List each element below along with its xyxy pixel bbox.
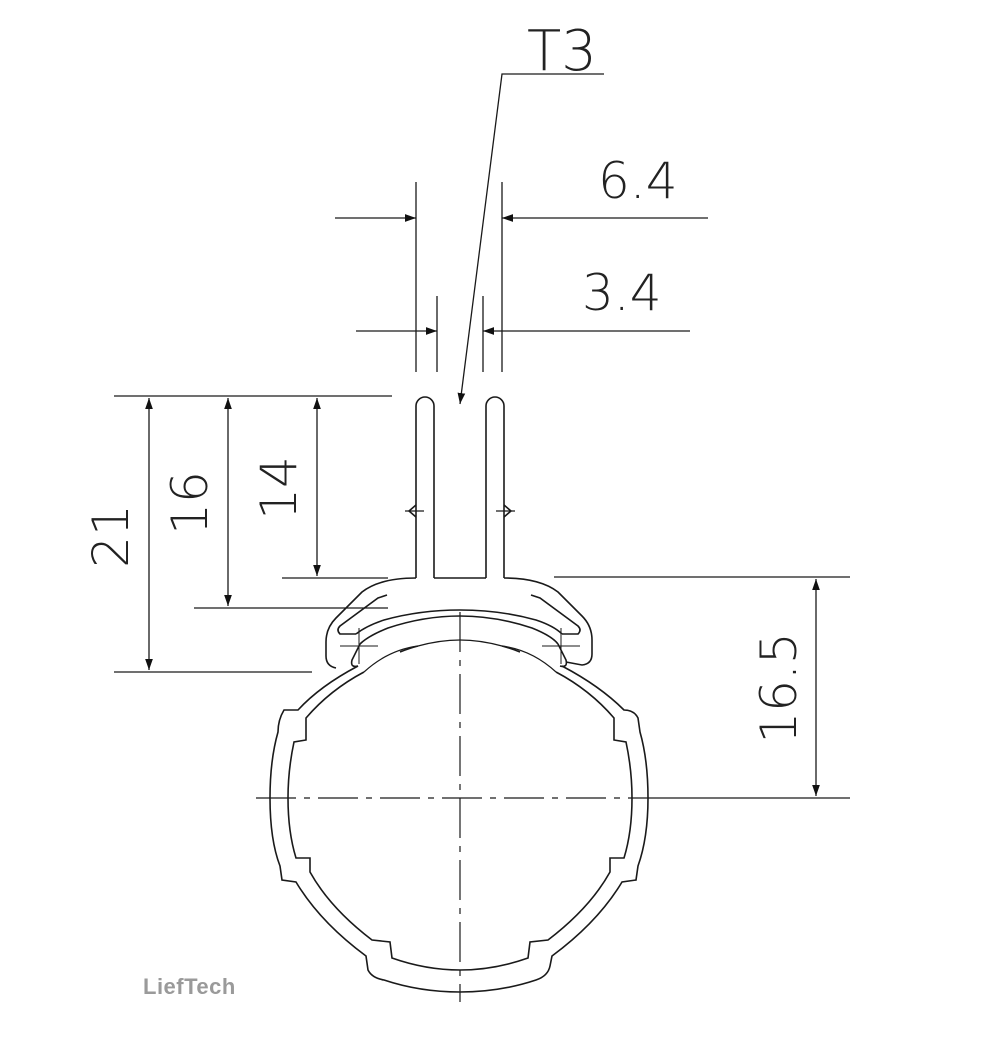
dim-slot-width-text: 3.4 — [582, 264, 662, 322]
fin-profile — [325, 396, 593, 669]
dimension-lines — [145, 73, 820, 796]
part-label-text: T3 — [527, 19, 597, 84]
tube-profile — [269, 639, 649, 993]
dim-mid-height-text: 16 — [161, 471, 219, 535]
dim-overall-height-text: 21 — [82, 504, 140, 568]
dim-fin-height-text: 14 — [250, 456, 308, 520]
extension-lines — [114, 182, 850, 799]
dim-outer-width-text: 6.4 — [598, 152, 678, 210]
watermark-logo: LiefTech — [143, 974, 236, 999]
dim-center-offset-text: 16.5 — [750, 632, 808, 743]
center-lines — [256, 612, 664, 1002]
